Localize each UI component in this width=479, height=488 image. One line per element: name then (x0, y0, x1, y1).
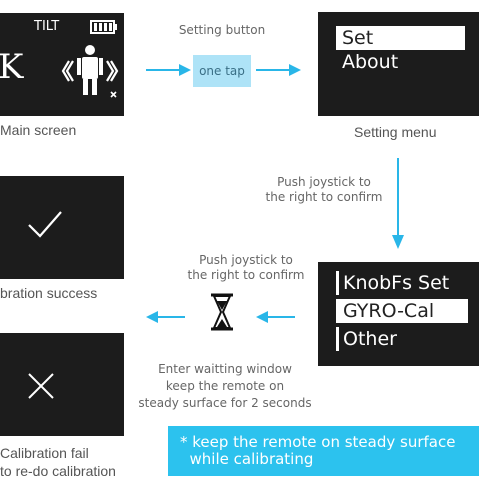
main-screen-caption: Main screen (0, 122, 77, 138)
success-screen (0, 176, 124, 279)
calibration-banner: * keep the remote on steady surface whil… (168, 426, 479, 476)
setting-menu-caption: Setting menu (354, 124, 437, 140)
arrow-down (392, 158, 404, 249)
set-menu-item-gyro-cal[interactable]: GYRO-Cal (336, 299, 468, 323)
fail-caption: Calibration fail to re-do calibration (0, 445, 116, 479)
setting-menu-item-set[interactable]: Set (336, 26, 465, 50)
setting-menu-screen: Set About (318, 12, 479, 116)
set-menu-item-knobfs[interactable]: KnobFs Set (336, 271, 468, 295)
one-tap-box[interactable]: one tap (193, 55, 251, 87)
set-menu-screen: KnobFs Set GYRO-Cal Other (318, 262, 479, 366)
waiting-note: Enter waitting window keep the remote on… (138, 362, 312, 410)
fail-screen (0, 333, 124, 436)
set-menu-item-other[interactable]: Other (336, 327, 468, 351)
setting-menu-item-about[interactable]: About (342, 51, 399, 73)
arrow-left-2 (146, 311, 185, 323)
main-screen: TILT K (0, 13, 124, 116)
confirm-note-2: Push joystick to the right to confirm (187, 253, 305, 282)
arrow-right-2 (256, 64, 301, 76)
setting-button-label: Setting button (178, 23, 266, 37)
success-caption: bration success (0, 285, 98, 301)
arrow-right-1 (146, 64, 191, 76)
checkmark-icon (27, 209, 63, 243)
confirm-note-1: Push joystick to the right to confirm (265, 175, 383, 204)
tilt-person-icon (58, 41, 122, 109)
mode-label: TILT (34, 19, 60, 34)
main-letter: K (0, 47, 24, 87)
hourglass-icon (209, 293, 235, 335)
arrow-left-1 (256, 311, 295, 323)
cross-icon (26, 371, 56, 405)
battery-icon (90, 19, 118, 38)
